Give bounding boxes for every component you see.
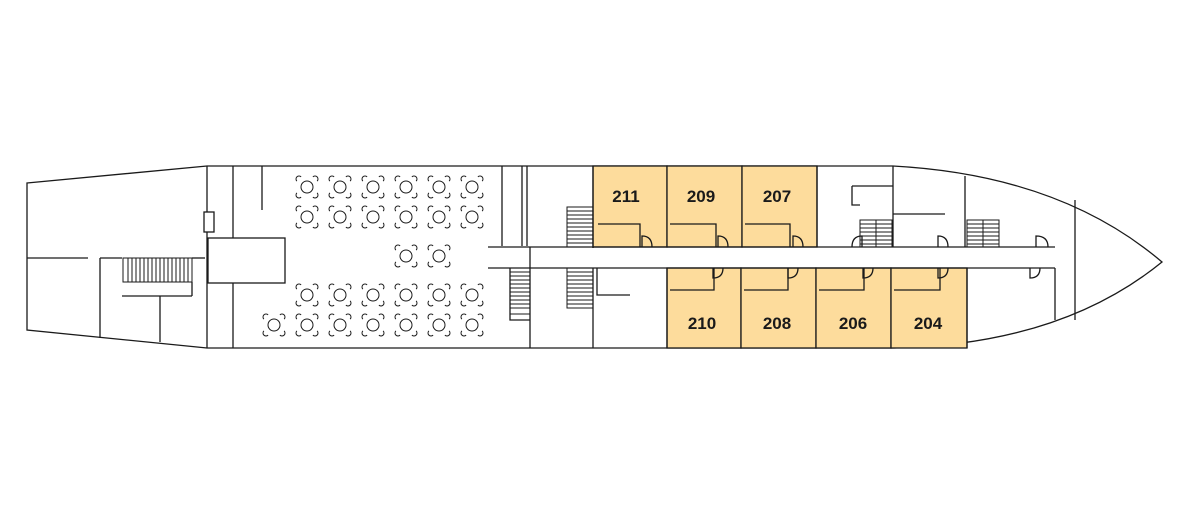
cabin-207[interactable]: [741, 165, 818, 248]
cabin-209[interactable]: [666, 165, 743, 248]
dining-table: [361, 175, 385, 199]
cabin-number: 204: [914, 314, 943, 333]
cabin-number: 210: [688, 314, 716, 333]
cabin-number: 207: [763, 187, 791, 206]
cabin-206[interactable]: [815, 267, 892, 349]
cabin-number: 211: [612, 187, 639, 206]
dining-table: [295, 205, 319, 229]
door-swings: [641, 235, 1049, 279]
dining-table: [328, 313, 352, 337]
dining-table: [328, 283, 352, 307]
cabin-number: 209: [687, 187, 715, 206]
dining-table: [427, 205, 451, 229]
dining-table: [394, 244, 418, 268]
dining-tables: [262, 175, 484, 337]
dining-table: [361, 283, 385, 307]
dining-table: [394, 283, 418, 307]
cabin-204[interactable]: [890, 267, 968, 349]
dining-table: [328, 175, 352, 199]
dining-table: [460, 175, 484, 199]
cabin-number: 206: [839, 314, 867, 333]
dining-table: [460, 283, 484, 307]
dining-table: [460, 205, 484, 229]
stairs: [122, 206, 1000, 315]
dining-table: [394, 175, 418, 199]
cabins: [592, 165, 968, 349]
dining-table: [427, 283, 451, 307]
dining-table: [361, 313, 385, 337]
dining-table: [295, 175, 319, 199]
dining-table: [361, 205, 385, 229]
dining-table: [427, 313, 451, 337]
dining-table: [427, 244, 451, 268]
dining-table: [394, 205, 418, 229]
cabin-labels: 211 209 207 210 208 206 204: [612, 187, 942, 333]
cabin-210[interactable]: [666, 267, 742, 349]
cabin-bathrooms: [596, 223, 941, 296]
dining-table: [295, 313, 319, 337]
cabin-number: 208: [763, 314, 791, 333]
dining-table: [328, 205, 352, 229]
dining-table: [262, 313, 286, 337]
cabin-208[interactable]: [740, 267, 817, 349]
dining-table: [394, 313, 418, 337]
dining-table: [295, 283, 319, 307]
cabin-211[interactable]: [592, 165, 668, 248]
dining-table: [460, 313, 484, 337]
dining-table: [427, 175, 451, 199]
